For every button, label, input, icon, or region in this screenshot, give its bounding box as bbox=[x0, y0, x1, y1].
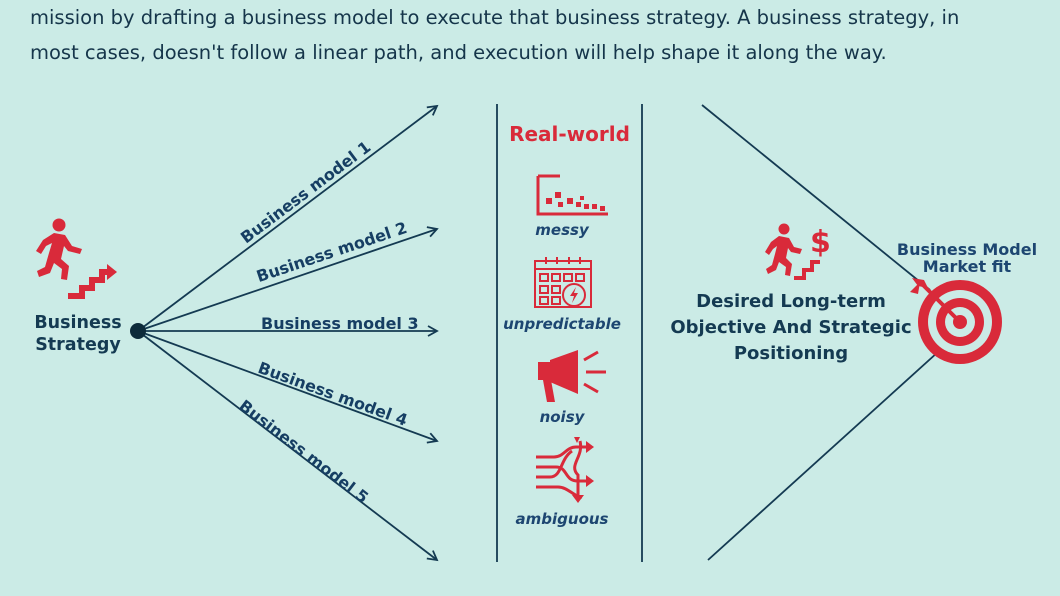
funnel-top-line bbox=[701, 104, 931, 291]
unpredictable-label: unpredictable bbox=[503, 315, 621, 333]
arrow-model-4 bbox=[137, 330, 439, 444]
arrow-model-1 bbox=[137, 104, 439, 332]
strategy-line-2: Strategy bbox=[35, 335, 121, 355]
arrow-model-5 bbox=[137, 330, 439, 562]
noisy-label: noisy bbox=[539, 408, 585, 426]
real-world-title: Real-world bbox=[509, 122, 630, 146]
strategy-node bbox=[130, 323, 146, 339]
runner-dollar-icon: $ bbox=[765, 223, 831, 280]
objective-line-2: Objective And Strategic bbox=[670, 317, 912, 338]
business-strategy-label: Business Strategy bbox=[24, 312, 132, 356]
messy-label: messy bbox=[535, 221, 589, 239]
market-fit-line-2: Market fit bbox=[922, 257, 1012, 276]
runner-stairs-icon bbox=[36, 218, 117, 299]
scattered-chart-icon bbox=[536, 174, 608, 216]
objective-line-1: Desired Long-term bbox=[696, 291, 886, 312]
megaphone-icon bbox=[538, 350, 606, 402]
intro-text: mission by drafting a business model to … bbox=[30, 0, 1040, 70]
objective-line-3: Positioning bbox=[733, 343, 849, 364]
market-fit-line-1: Business Model bbox=[896, 240, 1038, 259]
business-model-3-label: Business model 3 bbox=[261, 314, 419, 333]
intro-line-2: most cases, doesn't follow a linear path… bbox=[30, 41, 887, 64]
target-icon bbox=[910, 278, 1002, 364]
strategy-line-1: Business bbox=[34, 313, 122, 333]
objective-label: Desired Long-term Objective And Strategi… bbox=[668, 289, 914, 367]
svg-text:$: $ bbox=[810, 225, 831, 260]
funnel-bottom-line bbox=[707, 351, 939, 561]
market-fit-label: Business Model Market fit bbox=[892, 241, 1042, 275]
calendar-lightning-icon bbox=[534, 257, 592, 308]
intro-line-1: mission by drafting a business model to … bbox=[30, 6, 960, 29]
tangled-arrows-icon bbox=[536, 437, 594, 503]
ambiguous-label: ambiguous bbox=[515, 510, 609, 528]
arrow-model-2 bbox=[137, 226, 439, 332]
